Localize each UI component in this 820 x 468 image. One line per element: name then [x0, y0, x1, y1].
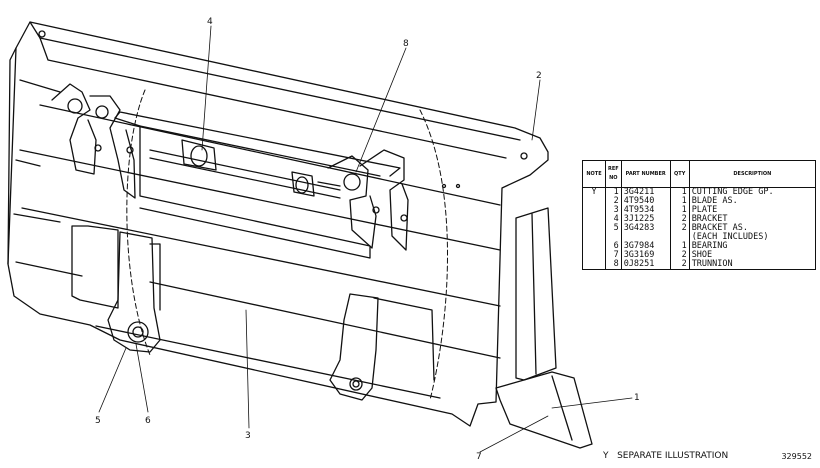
side-plate-and-shoe	[441, 183, 593, 449]
illustration-number: 329552	[781, 452, 812, 461]
callout-7: 7	[476, 452, 482, 462]
cell-note	[582, 197, 606, 206]
cell-note	[582, 251, 606, 260]
cell-note: Y	[582, 187, 606, 197]
lower-right-bracket	[329, 293, 379, 401]
header-ref-no: REF NO	[605, 160, 622, 188]
cell-ref: 5	[605, 224, 622, 233]
callout-1: 1	[634, 393, 640, 403]
cell-note	[582, 206, 606, 215]
callout-6: 6	[145, 416, 151, 426]
callout-3: 3	[245, 431, 251, 441]
cell-qty: 2	[669, 260, 690, 270]
cell-desc: PLATE	[688, 206, 817, 215]
lower-left-bracket	[107, 231, 161, 353]
cell-desc: BEARING	[688, 242, 817, 251]
cell-desc: CUTTING EDGE GP.	[688, 187, 817, 197]
header-description: DESCRIPTION	[688, 160, 817, 188]
header-note: NOTE	[582, 160, 606, 188]
callout-4: 4	[207, 17, 213, 27]
blade-ribs	[15, 104, 501, 399]
header-part-number: PART NUMBER	[620, 160, 671, 188]
cell-desc: (EACH INCLUDES)	[688, 233, 817, 242]
parts-list-table: NOTE REF NO PART NUMBER QTY DESCRIPTION …	[582, 160, 817, 270]
cell-part: 3G4283	[620, 224, 671, 233]
hidden-outline-circle	[126, 89, 448, 401]
separate-illustration-note: Y SEPARATE ILLUSTRATION	[603, 451, 729, 461]
cylinder-rod	[149, 139, 341, 199]
callout-5: 5	[95, 416, 101, 426]
upper-right-brackets	[327, 149, 409, 251]
cell-part: 0J8251	[620, 260, 671, 270]
cell-desc: BLADE AS.	[688, 197, 817, 206]
cell-desc: BRACKET	[688, 215, 817, 224]
cell-note	[582, 242, 606, 251]
cell-desc: TRUNNION	[688, 260, 817, 270]
cell-note	[582, 224, 606, 233]
upper-left-brackets	[51, 83, 136, 199]
cell-desc: SHOE	[688, 251, 817, 260]
callout-2: 2	[536, 71, 542, 81]
cell-note	[582, 233, 606, 242]
header-qty: QTY	[669, 160, 690, 188]
cell-desc: BRACKET AS.	[688, 224, 817, 233]
table-row: (EACH INCLUDES)	[582, 233, 817, 242]
cell-qty: 2	[669, 224, 690, 233]
parts-table-header: NOTE REF NO PART NUMBER QTY DESCRIPTION	[582, 160, 817, 188]
lower-plate	[71, 225, 435, 381]
cell-note	[582, 215, 606, 224]
blade-outline	[7, 21, 549, 427]
cell-ref: 8	[605, 260, 622, 270]
leader-lines	[98, 25, 633, 453]
cell-note	[582, 260, 606, 270]
callout-8: 8	[403, 39, 409, 49]
